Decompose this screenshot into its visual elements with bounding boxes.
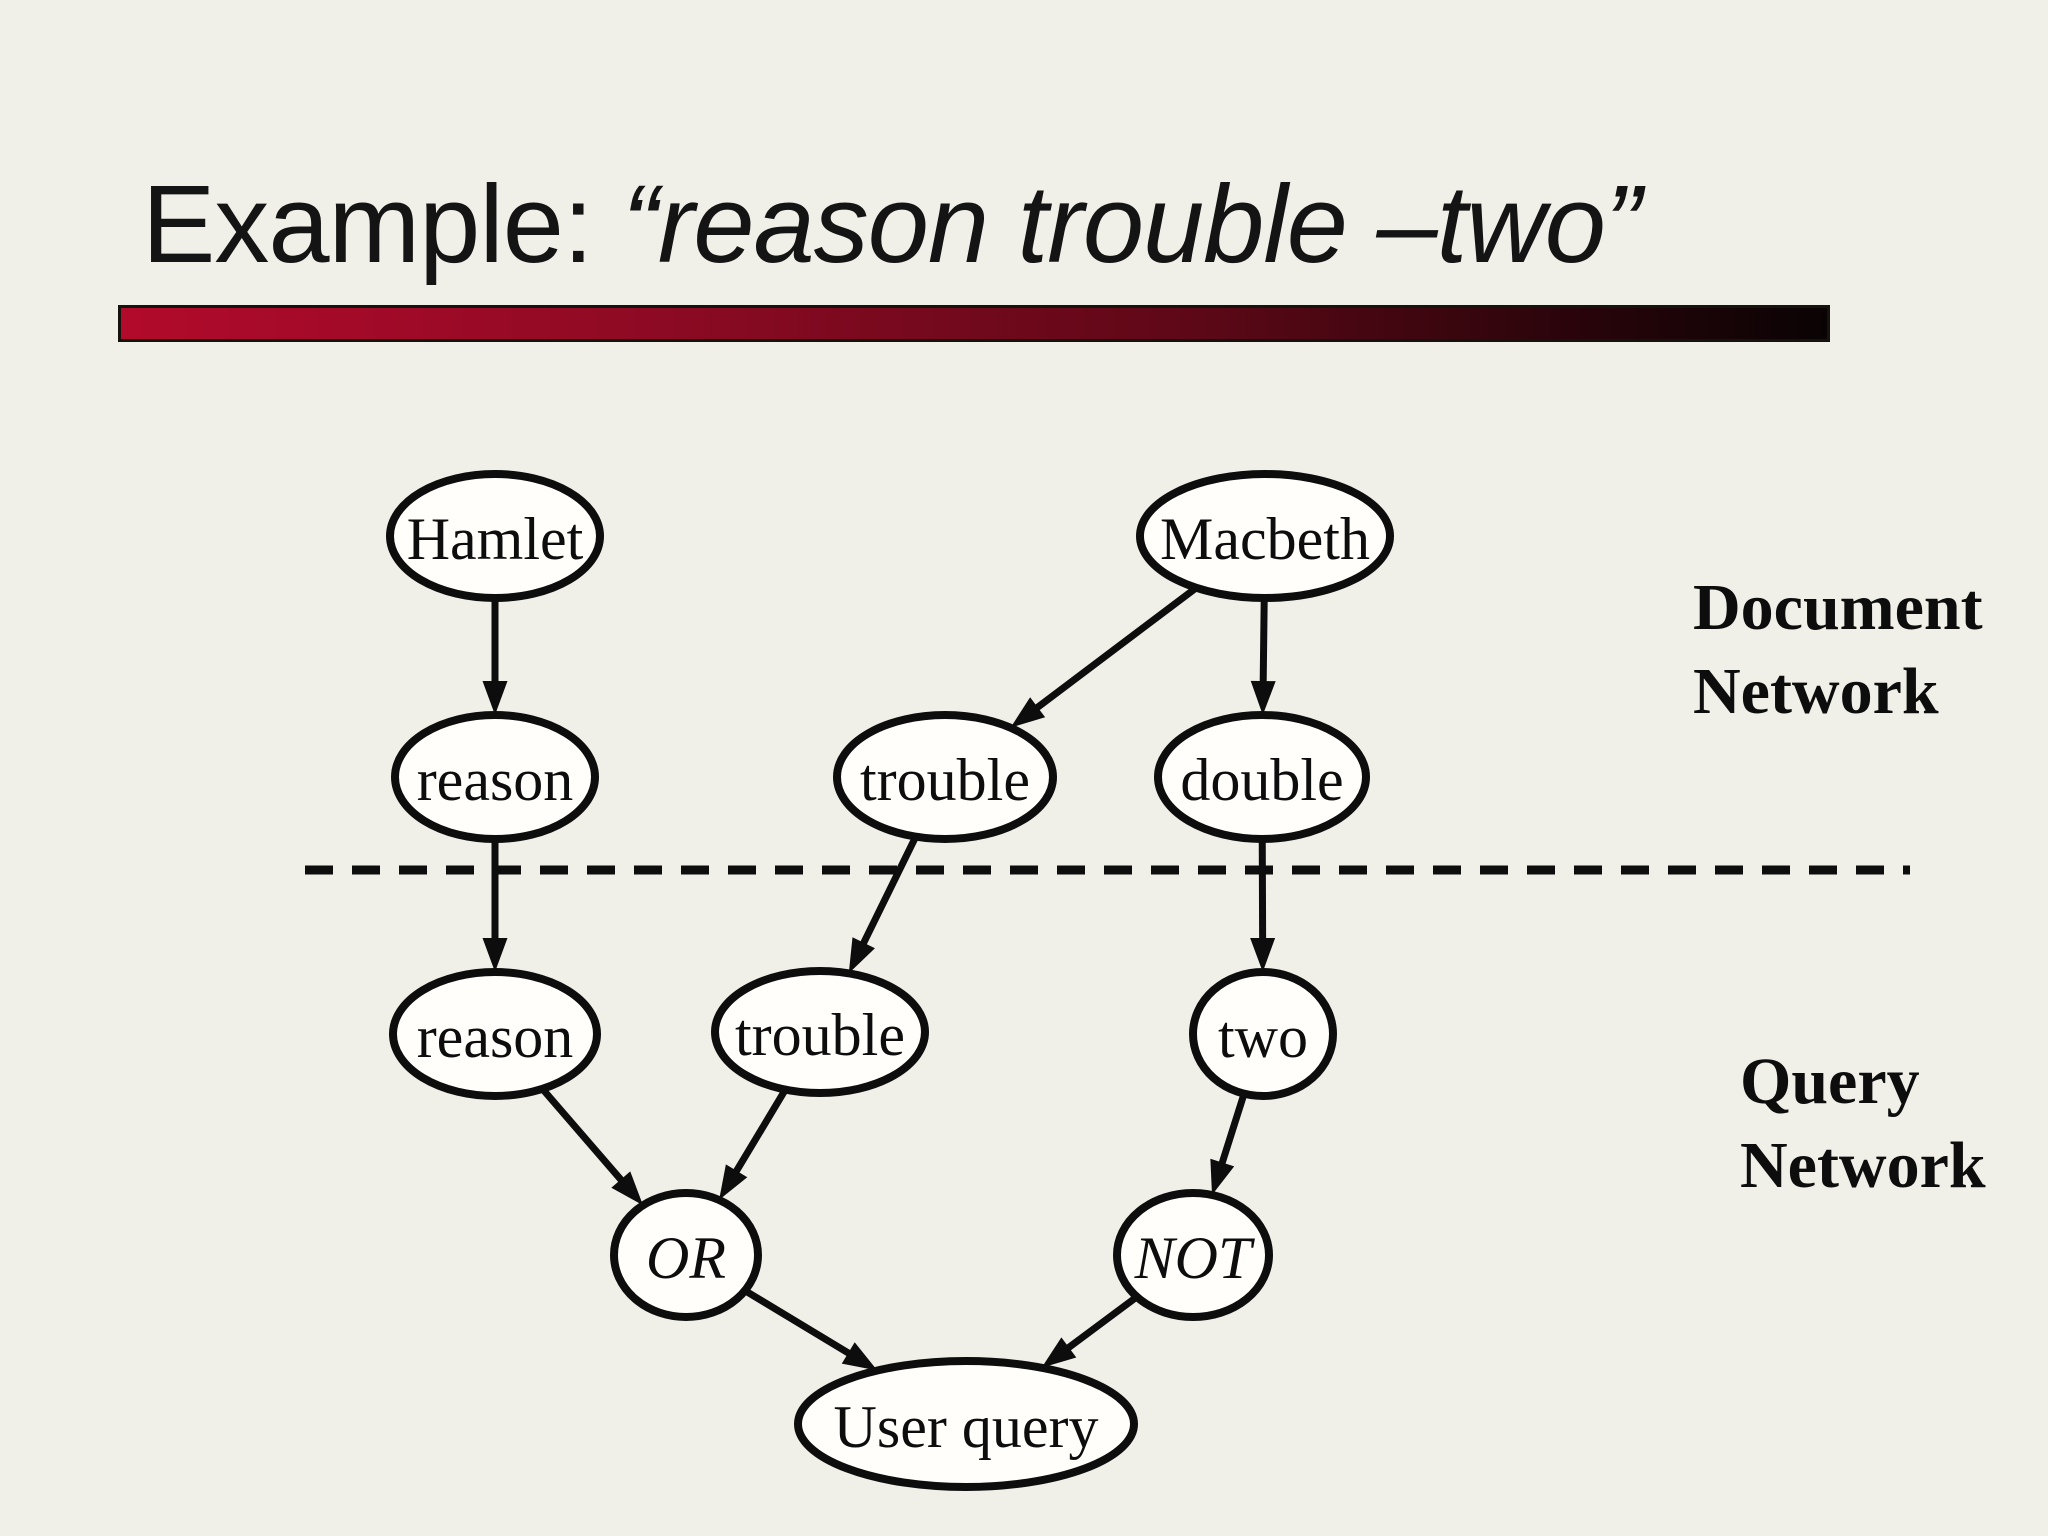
slide-title-query-text: “reason trouble –two” xyxy=(622,163,1641,286)
slide-title: Example: “reason trouble –two” xyxy=(142,170,1642,280)
edge-line xyxy=(1063,1293,1139,1353)
edge-line xyxy=(1032,584,1199,713)
node-ellipse xyxy=(391,711,599,843)
edge-line xyxy=(731,1087,789,1177)
node-label: trouble xyxy=(860,747,1030,813)
arrowhead-icon xyxy=(1250,937,1276,973)
document-network-label-line2: Network xyxy=(1693,655,1939,728)
edge-reason-doc-to-reason-query xyxy=(482,839,508,972)
node-reason-query: reason xyxy=(389,968,601,1100)
node-double-doc: double xyxy=(1154,711,1370,843)
arrowhead-icon xyxy=(611,1171,644,1206)
node-label: reason xyxy=(417,747,574,813)
edge-macbeth-to-double-doc xyxy=(1250,597,1276,716)
arrowhead-icon xyxy=(1210,1158,1235,1195)
node-not: NOT xyxy=(1113,1189,1273,1321)
arrowhead-icon xyxy=(1010,697,1046,728)
node-label: NOT xyxy=(1134,1225,1255,1291)
node-ellipse xyxy=(610,1189,762,1321)
node-trouble-query: trouble xyxy=(711,967,929,1097)
node-reason-doc: reason xyxy=(391,711,599,843)
edge-reason-query-to-or xyxy=(539,1086,644,1206)
arrowhead-icon xyxy=(482,938,508,972)
node-label: double xyxy=(1180,747,1343,813)
node-label: reason xyxy=(417,1004,574,1070)
node-label: User query xyxy=(834,1394,1099,1460)
query-network-label-line1: Query xyxy=(1740,1045,1920,1118)
query-network-label: Query Network xyxy=(1740,1040,1986,1208)
node-user-query: User query xyxy=(794,1357,1138,1491)
node-two-query: two xyxy=(1189,968,1337,1100)
edge-line xyxy=(1217,1092,1248,1168)
document-network-label-line1: Document xyxy=(1693,571,1983,644)
title-divider-bar xyxy=(118,305,1830,342)
arrowhead-icon xyxy=(1041,1337,1077,1368)
edge-macbeth-to-trouble-doc xyxy=(1010,584,1199,728)
node-ellipse xyxy=(1136,470,1394,602)
arrowhead-icon xyxy=(482,681,508,715)
node-ellipse xyxy=(833,711,1057,843)
edge-double-doc-to-two-query xyxy=(1250,838,1276,973)
node-ellipse xyxy=(1154,711,1370,843)
arrowhead-icon xyxy=(841,1342,878,1371)
node-ellipse xyxy=(389,968,601,1100)
edge-two-query-to-not xyxy=(1210,1092,1248,1195)
node-ellipse xyxy=(711,967,929,1097)
edge-or-to-user-query xyxy=(743,1287,878,1371)
node-macbeth: Macbeth xyxy=(1136,470,1394,602)
node-ellipse xyxy=(386,470,604,602)
edge-trouble-query-to-or xyxy=(719,1087,789,1200)
arrowhead-icon xyxy=(848,937,875,974)
edge-trouble-doc-to-trouble-query xyxy=(848,835,919,974)
node-label: Hamlet xyxy=(407,506,584,572)
node-label: Macbeth xyxy=(1160,506,1370,572)
node-label: two xyxy=(1218,1004,1308,1070)
node-label: trouble xyxy=(735,1002,905,1068)
node-hamlet: Hamlet xyxy=(386,470,604,602)
document-network-label: Document Network xyxy=(1693,566,1983,734)
node-label: OR xyxy=(646,1225,726,1291)
edge-not-to-user-query xyxy=(1041,1293,1139,1368)
arrowhead-icon xyxy=(1250,680,1276,716)
edge-line xyxy=(858,835,919,948)
edge-line xyxy=(743,1287,854,1358)
slide-title-prefix: Example: xyxy=(142,163,623,286)
node-trouble-doc: trouble xyxy=(833,711,1057,843)
node-or: OR xyxy=(610,1189,762,1321)
arrowhead-icon xyxy=(719,1164,748,1200)
edge-line xyxy=(539,1086,627,1185)
node-ellipse xyxy=(794,1357,1138,1491)
edge-hamlet-to-reason-doc xyxy=(482,598,508,715)
query-network-label-line2: Network xyxy=(1740,1129,1986,1202)
edge-line xyxy=(1259,597,1268,686)
node-ellipse xyxy=(1113,1189,1273,1321)
node-ellipse xyxy=(1189,968,1337,1100)
